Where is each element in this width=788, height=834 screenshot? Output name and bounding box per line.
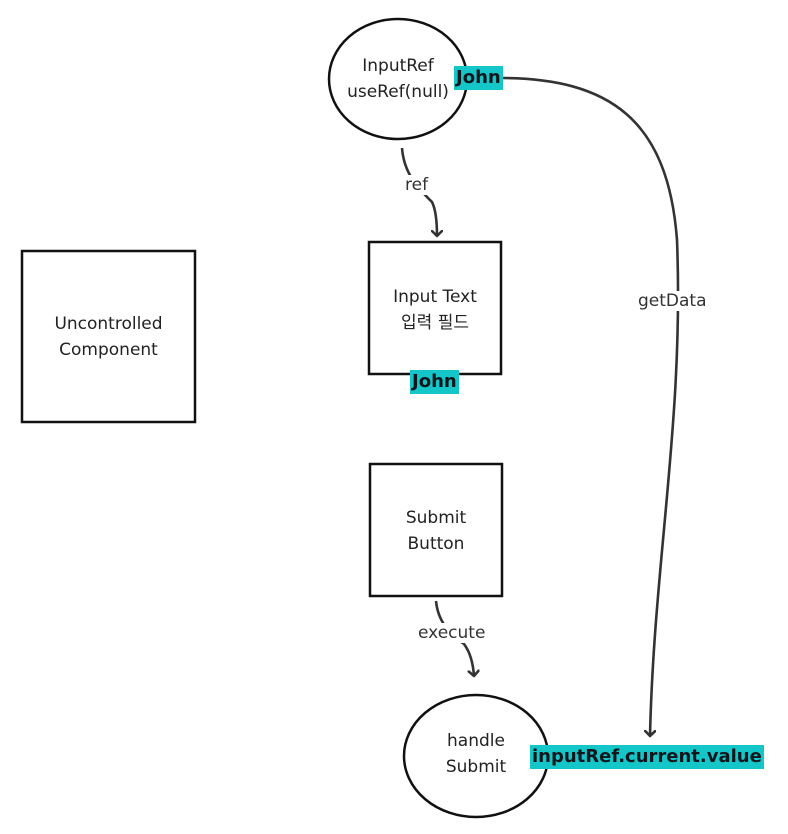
- ref-edge: [400, 147, 437, 236]
- handle-submit-label: handle Submit: [416, 728, 536, 780]
- input-ref-label: InputRef useRef(null): [334, 53, 462, 105]
- handle-submit-line2: Submit: [445, 757, 507, 777]
- input-text-node: [367, 240, 503, 376]
- uncontrolled-component-node: [20, 249, 197, 424]
- submit-button-label: Submit Button: [370, 505, 502, 557]
- handle-submit-line1: handle: [447, 731, 505, 751]
- submit-button-node: [368, 462, 504, 598]
- execute-edge: [434, 600, 474, 676]
- get-data-edge: [499, 76, 680, 736]
- get-data-edge-label: getData: [636, 291, 709, 311]
- uncontrolled-line1: Uncontrolled: [54, 314, 163, 334]
- execute-edge-label: execute: [416, 623, 488, 643]
- current-value-tag: inputRef.current.value: [530, 745, 764, 769]
- uncontrolled-component-label: Uncontrolled Component: [22, 311, 195, 363]
- input-ref-line2: useRef(null): [347, 82, 449, 102]
- ref-value-tag: John: [454, 66, 503, 90]
- input-value-tag: John: [410, 370, 459, 394]
- submit-button-line1: Submit: [405, 508, 467, 528]
- submit-button-line2: Button: [407, 534, 465, 554]
- input-text-label: Input Text 입력 필드: [369, 284, 501, 336]
- ref-edge-label: ref: [403, 175, 431, 195]
- uncontrolled-line2: Component: [59, 340, 158, 360]
- input-ref-line1: InputRef: [362, 56, 434, 76]
- input-text-line1: Input Text: [393, 287, 477, 307]
- input-text-line2: 입력 필드: [401, 313, 469, 333]
